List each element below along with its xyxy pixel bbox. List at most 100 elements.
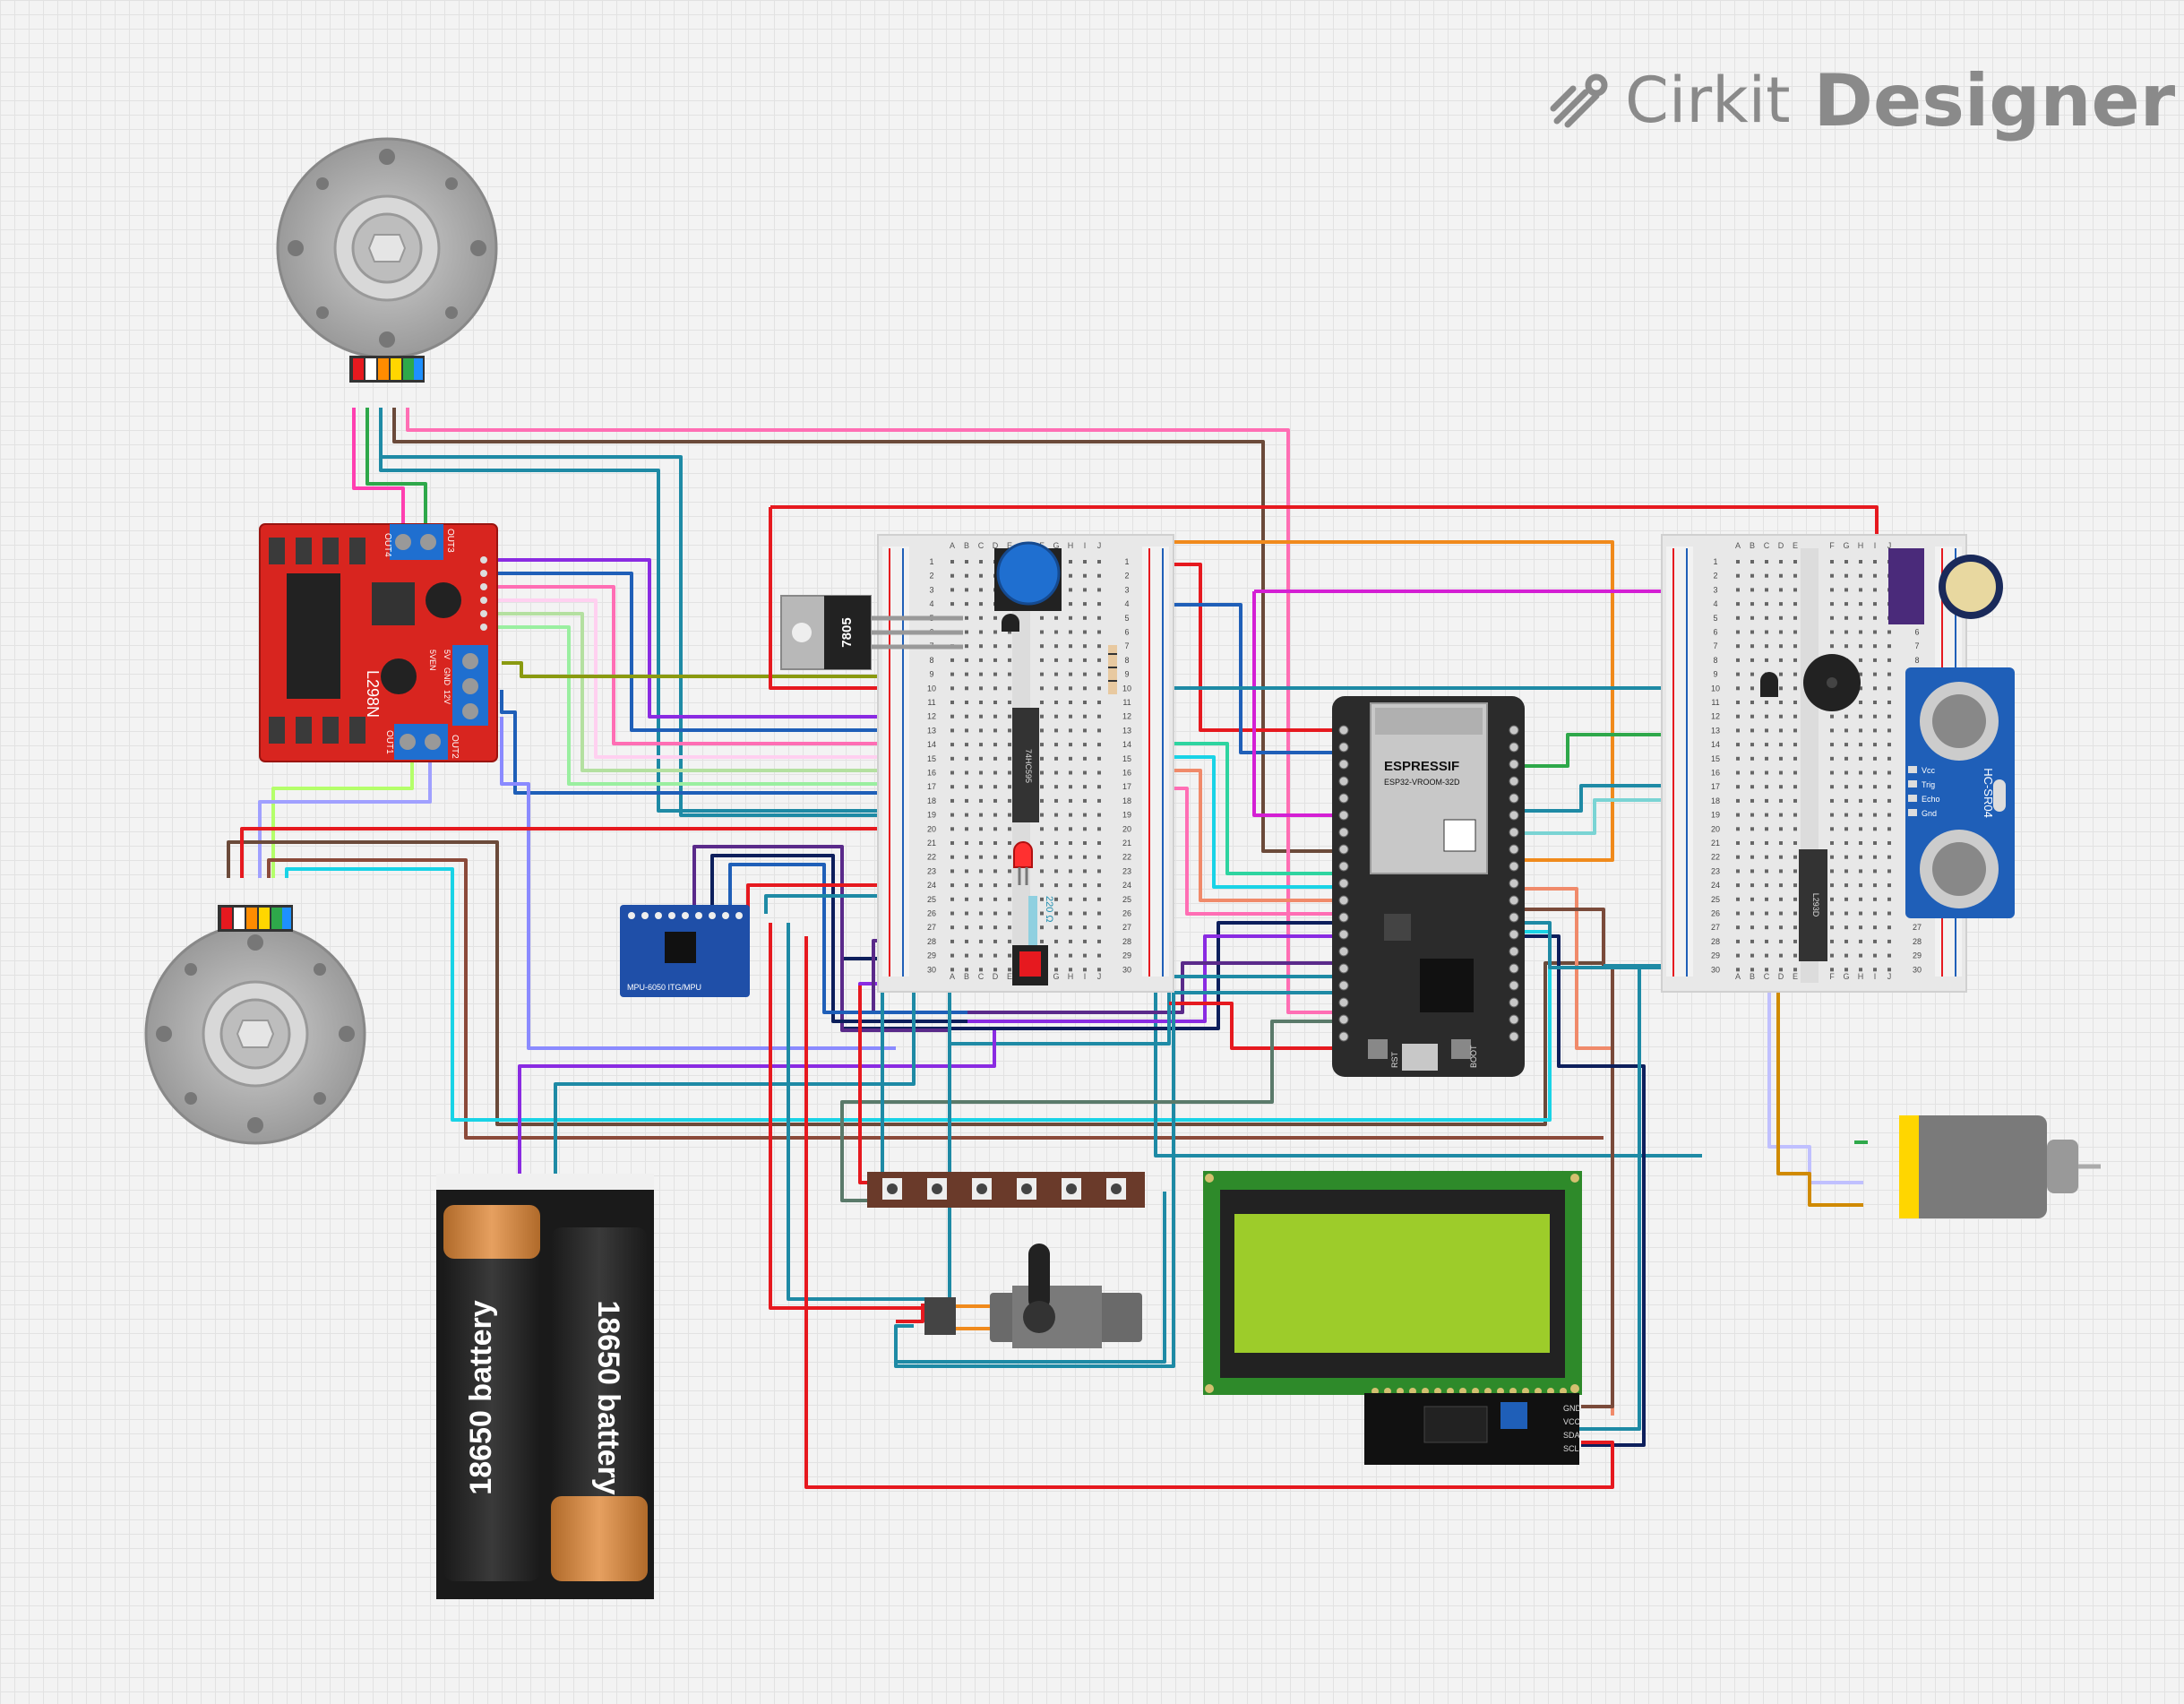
breadboard-hole[interactable] <box>965 939 968 943</box>
breadboard-hole[interactable] <box>1793 615 1797 620</box>
potentiometer[interactable] <box>1888 548 2003 624</box>
breadboard-hole[interactable] <box>1054 644 1058 649</box>
breadboard-hole[interactable] <box>1008 701 1011 704</box>
breadboard-hole[interactable] <box>1873 953 1877 958</box>
breadboard-hole[interactable] <box>1054 615 1058 620</box>
breadboard-hole[interactable] <box>1793 925 1797 930</box>
esp-pin-right[interactable] <box>1509 963 1519 974</box>
breadboard-hole[interactable] <box>1008 897 1011 901</box>
breadboard-hole[interactable] <box>1873 728 1877 733</box>
breadboard-hole[interactable] <box>1779 588 1783 592</box>
breadboard-hole[interactable] <box>1765 588 1768 592</box>
breadboard-hole[interactable] <box>979 953 983 958</box>
breadboard-hole[interactable] <box>965 573 968 578</box>
breadboard-hole[interactable] <box>1844 925 1848 930</box>
breadboard-hole[interactable] <box>1097 953 1101 958</box>
breadboard-hole[interactable] <box>993 785 997 789</box>
breadboard-hole[interactable] <box>1830 911 1834 916</box>
breadboard-hole[interactable] <box>1069 672 1072 676</box>
breadboard-hole[interactable] <box>979 883 983 888</box>
breadboard-hole[interactable] <box>1083 615 1087 620</box>
esp-pin-right[interactable] <box>1509 895 1519 906</box>
breadboard-hole[interactable] <box>1054 968 1058 972</box>
breadboard-hole[interactable] <box>1765 756 1768 761</box>
breadboard-hole[interactable] <box>1859 855 1862 859</box>
breadboard-hole[interactable] <box>1859 728 1862 733</box>
breadboard-hole[interactable] <box>1873 644 1877 649</box>
breadboard-hole[interactable] <box>1083 560 1087 564</box>
breadboard-hole[interactable] <box>1873 686 1877 691</box>
breadboard-hole[interactable] <box>1779 869 1783 874</box>
breadboard-hole[interactable] <box>1844 911 1848 916</box>
red-led[interactable] <box>1013 841 1033 885</box>
breadboard-hole[interactable] <box>950 658 954 662</box>
breadboard-hole[interactable] <box>1793 743 1797 747</box>
breadboard-hole[interactable] <box>1040 672 1044 676</box>
breadboard-hole[interactable] <box>1097 714 1101 719</box>
breadboard-hole[interactable] <box>1097 883 1101 888</box>
esp-pin-left[interactable] <box>1338 861 1349 872</box>
breadboard-hole[interactable] <box>1887 756 1891 761</box>
breadboard-hole[interactable] <box>1887 743 1891 747</box>
breadboard-hole[interactable] <box>1736 813 1740 817</box>
breadboard-hole[interactable] <box>1008 644 1011 649</box>
breadboard-hole[interactable] <box>965 686 968 691</box>
breadboard-hole[interactable] <box>1750 897 1754 901</box>
breadboard-hole[interactable] <box>1054 813 1058 817</box>
transistor-right[interactable] <box>1760 672 1778 697</box>
breadboard-hole[interactable] <box>1008 925 1011 930</box>
esp-pin-left[interactable] <box>1338 929 1349 940</box>
breadboard-hole[interactable] <box>1859 911 1862 916</box>
breadboard-hole[interactable] <box>1765 827 1768 831</box>
breadboard-hole[interactable] <box>1736 841 1740 845</box>
breadboard-hole[interactable] <box>1779 686 1783 691</box>
breadboard-hole[interactable] <box>1765 798 1768 803</box>
breadboard-hole[interactable] <box>1887 968 1891 972</box>
breadboard-hole[interactable] <box>1830 841 1834 845</box>
breadboard-hole[interactable] <box>993 743 997 747</box>
breadboard-hole[interactable] <box>979 728 983 733</box>
breadboard-hole[interactable] <box>1750 770 1754 775</box>
breadboard-hole[interactable] <box>1008 953 1011 958</box>
breadboard-hole[interactable] <box>993 883 997 888</box>
breadboard-hole[interactable] <box>1873 785 1877 789</box>
breadboard-hole[interactable] <box>1830 813 1834 817</box>
breadboard-hole[interactable] <box>1083 925 1087 930</box>
breadboard-hole[interactable] <box>1097 588 1101 592</box>
esp-pin-right[interactable] <box>1509 827 1519 838</box>
breadboard-hole[interactable] <box>1040 658 1044 662</box>
breadboard-hole[interactable] <box>1083 869 1087 874</box>
breadboard-hole[interactable] <box>950 573 954 578</box>
breadboard-hole[interactable] <box>950 686 954 691</box>
breadboard-hole[interactable] <box>1859 701 1862 704</box>
breadboard-hole[interactable] <box>950 841 954 845</box>
breadboard-hole[interactable] <box>1844 560 1848 564</box>
breadboard-hole[interactable] <box>979 770 983 775</box>
breadboard-hole[interactable] <box>1859 897 1862 901</box>
breadboard-hole[interactable] <box>1750 615 1754 620</box>
breadboard-hole[interactable] <box>950 714 954 719</box>
breadboard-hole[interactable] <box>1779 911 1783 916</box>
esp-pin-right[interactable] <box>1509 878 1519 889</box>
breadboard-hole[interactable] <box>1887 827 1891 831</box>
breadboard-hole[interactable] <box>1736 897 1740 901</box>
breadboard-hole[interactable] <box>1793 560 1797 564</box>
breadboard-hole[interactable] <box>1054 728 1058 733</box>
breadboard-hole[interactable] <box>979 644 983 649</box>
breadboard-hole[interactable] <box>1765 658 1768 662</box>
breadboard-hole[interactable] <box>1008 756 1011 761</box>
breadboard-hole[interactable] <box>965 770 968 775</box>
breadboard-hole[interactable] <box>1830 855 1834 859</box>
breadboard-hole[interactable] <box>1887 911 1891 916</box>
breadboard-hole[interactable] <box>1040 827 1044 831</box>
breadboard-hole[interactable] <box>1750 602 1754 607</box>
breadboard-hole[interactable] <box>950 756 954 761</box>
breadboard-hole[interactable] <box>979 743 983 747</box>
breadboard-hole[interactable] <box>1873 743 1877 747</box>
breadboard-hole[interactable] <box>1083 841 1087 845</box>
breadboard-hole[interactable] <box>1887 939 1891 943</box>
breadboard-hole[interactable] <box>1765 630 1768 634</box>
esp-pin-left[interactable] <box>1338 776 1349 787</box>
breadboard-hole[interactable] <box>1750 672 1754 676</box>
breadboard-hole[interactable] <box>1069 658 1072 662</box>
